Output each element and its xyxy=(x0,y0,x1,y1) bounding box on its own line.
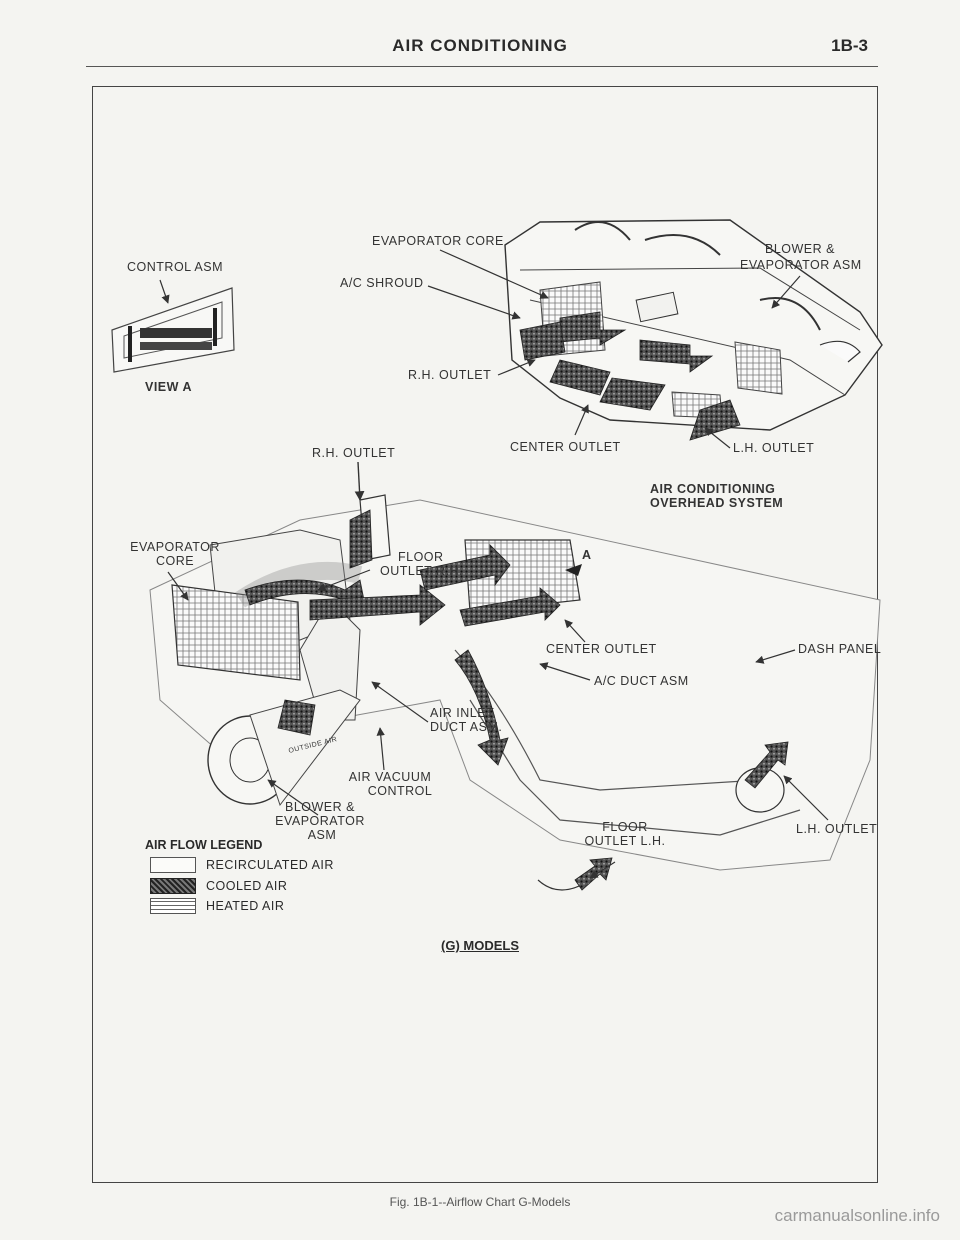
leader-overhead-lh-outlet xyxy=(704,427,731,449)
legend-item-cooled: COOLED AIR xyxy=(150,876,287,896)
view-a-marker-arrow xyxy=(565,564,582,576)
label-dash-blower-2: EVAPORATOR xyxy=(275,814,365,828)
models-label: (G) MODELS xyxy=(441,938,519,953)
leader-dash-panel xyxy=(755,649,796,664)
label-floor-outlet-lh-2: OUTLET L.H. xyxy=(584,834,666,848)
legend-swatch-cooled xyxy=(150,878,196,894)
leader-dash-center-outlet xyxy=(564,619,586,643)
label-overhead-center-outlet: CENTER OUTLET xyxy=(510,440,621,454)
label-control-asm: CONTROL ASM xyxy=(127,260,224,274)
label-overhead-lh-outlet: L.H. OUTLET xyxy=(733,441,815,455)
leader-dash-lh-outlet xyxy=(783,775,829,821)
label-overhead-system-title-1: AIR CONDITIONING xyxy=(650,482,776,496)
label-dash-rh-outlet: R.H. OUTLET xyxy=(312,446,396,460)
figure-caption: Fig. 1B-1--Airflow Chart G-Models xyxy=(389,1195,571,1209)
label-dash-center-outlet: CENTER OUTLET xyxy=(546,642,657,656)
legend-label-cooled: COOLED AIR xyxy=(206,879,288,893)
page-number: 1B-3 xyxy=(831,36,868,55)
label-view-a-marker: A xyxy=(582,548,592,562)
legend-label-heated: HEATED AIR xyxy=(206,899,285,913)
label-overhead-evaporator-core: EVAPORATOR CORE xyxy=(372,234,504,248)
overhead-housing-illustration xyxy=(504,219,883,441)
legend-swatch-heated xyxy=(150,898,196,914)
header-rule xyxy=(86,66,878,67)
label-air-vacuum-2: CONTROL xyxy=(367,784,433,798)
legend-swatch-recirculated xyxy=(150,857,196,873)
leader-dash-evap-core xyxy=(167,571,189,601)
page-header-title: AIR CONDITIONING xyxy=(392,36,568,55)
label-dash-evaporator-2: CORE xyxy=(155,554,195,568)
label-floor-outlet-rh-1: FLOOR xyxy=(398,550,444,564)
label-air-inlet-2: DUCT ASM. xyxy=(430,720,503,734)
legend-item-recirculated: RECIRCULATED AIR xyxy=(150,855,334,875)
leader-ac-duct xyxy=(539,662,591,681)
legend-title: AIR FLOW LEGEND xyxy=(145,838,263,852)
label-ac-duct-asm: A/C DUCT ASM xyxy=(594,674,689,688)
label-dash-blower-3: ASM xyxy=(307,828,337,842)
legend-label-recirculated: RECIRCULATED AIR xyxy=(206,858,334,872)
label-overhead-rh-outlet: R.H. OUTLET xyxy=(408,368,492,382)
label-air-vacuum-1: AIR VACUUM xyxy=(348,770,432,784)
label-dash-lh-outlet: L.H. OUTLET xyxy=(796,822,878,836)
leader-air-vacuum xyxy=(376,727,385,771)
watermark: carmanualsonline.info xyxy=(774,1206,940,1225)
label-overhead-blower-1: BLOWER & xyxy=(765,242,835,256)
leader-control-asm xyxy=(159,279,170,304)
label-air-inlet-1: AIR INLET xyxy=(430,706,495,720)
leader-overhead-center-outlet xyxy=(574,404,589,436)
label-floor-outlet-lh-1: FLOOR xyxy=(602,820,648,834)
leader-overhead-blower xyxy=(771,275,801,309)
label-dash-blower-1: BLOWER & xyxy=(285,800,355,814)
leader-floor-rh xyxy=(317,569,371,592)
dash-system-illustration xyxy=(149,494,881,891)
leader-overhead-rh-outlet xyxy=(497,358,536,376)
leader-floor-lh xyxy=(589,861,616,879)
label-overhead-system-title-2: OVERHEAD SYSTEM xyxy=(650,496,784,510)
label-dash-panel: DASH PANEL xyxy=(798,642,882,656)
label-overhead-ac-shroud: A/C SHROUD xyxy=(340,276,424,290)
leader-air-inlet xyxy=(371,681,429,723)
label-floor-outlet-rh-2: OUTLET R.H. xyxy=(380,564,464,578)
label-overhead-blower-2: EVAPORATOR ASM xyxy=(740,258,862,272)
leader-dash-blower xyxy=(267,779,319,816)
label-view-a: VIEW A xyxy=(145,380,192,394)
legend-item-heated: HEATED AIR xyxy=(150,896,284,916)
leader-overhead-ac-shroud xyxy=(427,285,521,320)
control-asm-illustration xyxy=(111,287,235,373)
leader-dash-rh-outlet xyxy=(354,461,365,501)
label-dash-evaporator-1: EVAPORATOR xyxy=(130,540,220,554)
leader-overhead-evap-core xyxy=(439,249,549,299)
